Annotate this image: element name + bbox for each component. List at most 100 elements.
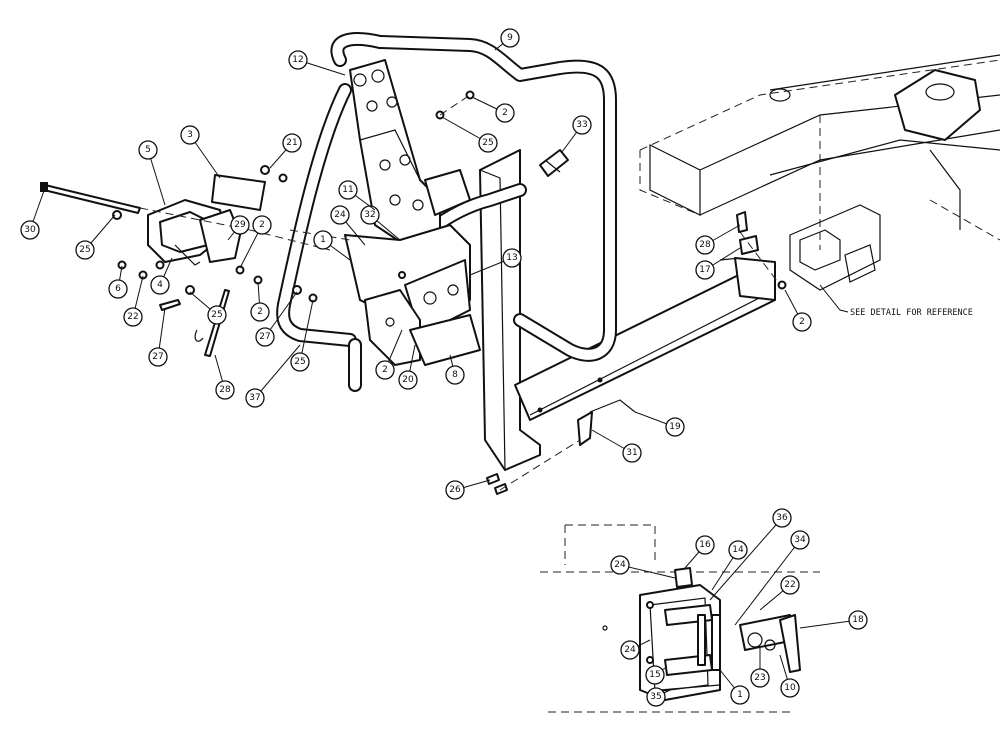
callout-leader-36 — [709, 517, 783, 601]
callout-label-11: 11 — [342, 185, 353, 195]
callout-22: 22 — [123, 307, 143, 327]
callout-3: 3 — [180, 125, 200, 145]
callout-label-31: 31 — [626, 448, 637, 458]
callout-label-10: 10 — [784, 683, 796, 693]
callout-label-34: 34 — [794, 535, 806, 545]
callout-label-12: 12 — [292, 55, 303, 65]
left-clamp-assembly — [147, 174, 266, 266]
callout-25: 25 — [290, 352, 310, 372]
callout-2: 2 — [495, 103, 515, 123]
callout-label-2: 2 — [259, 220, 265, 230]
callout-25: 25 — [207, 305, 227, 325]
callout-23: 23 — [750, 668, 770, 688]
callout-label-37: 37 — [249, 393, 260, 403]
callout-15: 15 — [645, 665, 665, 685]
callout-label-24: 24 — [614, 560, 626, 570]
callout-2: 2 — [375, 360, 395, 380]
main-post-assembly — [479, 149, 776, 471]
callout-27: 27 — [148, 347, 168, 367]
callout-11: 11 — [338, 180, 358, 200]
callout-label-16: 16 — [699, 540, 711, 550]
callout-label-30: 30 — [24, 225, 36, 235]
callout-9: 9 — [500, 28, 520, 48]
callout-leader-34 — [734, 539, 801, 626]
callout-label-25: 25 — [482, 138, 493, 148]
callout-32: 32 — [360, 205, 380, 225]
callout-leader-25 — [299, 299, 314, 363]
callout-label-28: 28 — [699, 240, 711, 250]
callout-24: 24 — [610, 555, 630, 575]
callout-21: 21 — [282, 133, 302, 153]
callout-17: 17 — [695, 260, 715, 280]
callout-13: 13 — [502, 248, 522, 268]
reference-note: SEE DETAIL FOR REFERENCE — [850, 308, 973, 318]
callout-label-24: 24 — [334, 210, 346, 220]
callout-35: 35 — [646, 687, 666, 707]
callout-label-26: 26 — [449, 485, 461, 495]
callout-1: 1 — [730, 685, 750, 705]
callout-10: 10 — [780, 678, 800, 698]
callout-label-25: 25 — [79, 245, 90, 255]
seat-bracket — [344, 224, 481, 366]
callout-label-8: 8 — [452, 370, 458, 380]
callout-14: 14 — [728, 540, 748, 560]
callout-label-27: 27 — [152, 352, 163, 362]
callout-4: 4 — [150, 275, 170, 295]
callout-label-20: 20 — [402, 375, 414, 385]
callout-label-14: 14 — [732, 545, 744, 555]
callout-label-23: 23 — [754, 673, 765, 683]
callout-28: 28 — [215, 380, 235, 400]
callout-label-28: 28 — [219, 385, 231, 395]
callout-28: 28 — [695, 235, 715, 255]
callout-8: 8 — [445, 365, 465, 385]
callout-label-4: 4 — [157, 280, 163, 290]
callout-label-25: 25 — [211, 310, 222, 320]
callout-label-21: 21 — [286, 138, 297, 148]
callout-label-3: 3 — [187, 130, 193, 140]
callout-27: 27 — [255, 327, 275, 347]
callout-25: 25 — [75, 240, 95, 260]
callout-2: 2 — [792, 312, 812, 332]
callout-leader-18 — [799, 619, 859, 629]
callout-label-9: 9 — [507, 33, 513, 43]
callout-label-1: 1 — [737, 690, 743, 700]
callout-label-2: 2 — [382, 365, 388, 375]
callout-label-29: 29 — [234, 220, 246, 230]
callout-label-24: 24 — [624, 645, 636, 655]
callout-label-33: 33 — [576, 120, 587, 130]
callout-33: 33 — [572, 115, 592, 135]
callout-label-22: 22 — [127, 312, 138, 322]
callout-label-25: 25 — [294, 357, 305, 367]
callout-label-19: 19 — [669, 422, 681, 432]
callout-label-1: 1 — [320, 235, 326, 245]
callout-31: 31 — [622, 443, 642, 463]
callout-label-36: 36 — [776, 513, 788, 523]
callout-2: 2 — [250, 302, 270, 322]
callout-19: 19 — [665, 417, 685, 437]
callout-37: 37 — [245, 388, 265, 408]
callout-label-18: 18 — [852, 615, 864, 625]
callout-label-5: 5 — [145, 145, 151, 155]
reference-note-group: SEE DETAIL FOR REFERENCE — [819, 284, 973, 318]
callout-25: 25 — [478, 133, 498, 153]
callout-34: 34 — [790, 530, 810, 550]
callout-leader-37 — [254, 344, 301, 399]
callout-label-22: 22 — [784, 580, 795, 590]
callout-label-2: 2 — [502, 108, 508, 118]
callout-label-13: 13 — [506, 253, 517, 263]
callout-1: 1 — [313, 230, 333, 250]
callout-label-2: 2 — [799, 317, 805, 327]
callout-18: 18 — [848, 610, 868, 630]
callout-label-27: 27 — [259, 332, 270, 342]
callout-2: 2 — [252, 215, 272, 235]
callout-label-6: 6 — [115, 284, 121, 294]
callout-24: 24 — [330, 205, 350, 225]
callout-36: 36 — [772, 508, 792, 528]
callout-label-35: 35 — [650, 692, 661, 702]
callout-20: 20 — [398, 370, 418, 390]
callout-label-2: 2 — [257, 307, 263, 317]
machine-frame-reference — [639, 54, 1000, 291]
callout-12: 12 — [288, 50, 308, 70]
